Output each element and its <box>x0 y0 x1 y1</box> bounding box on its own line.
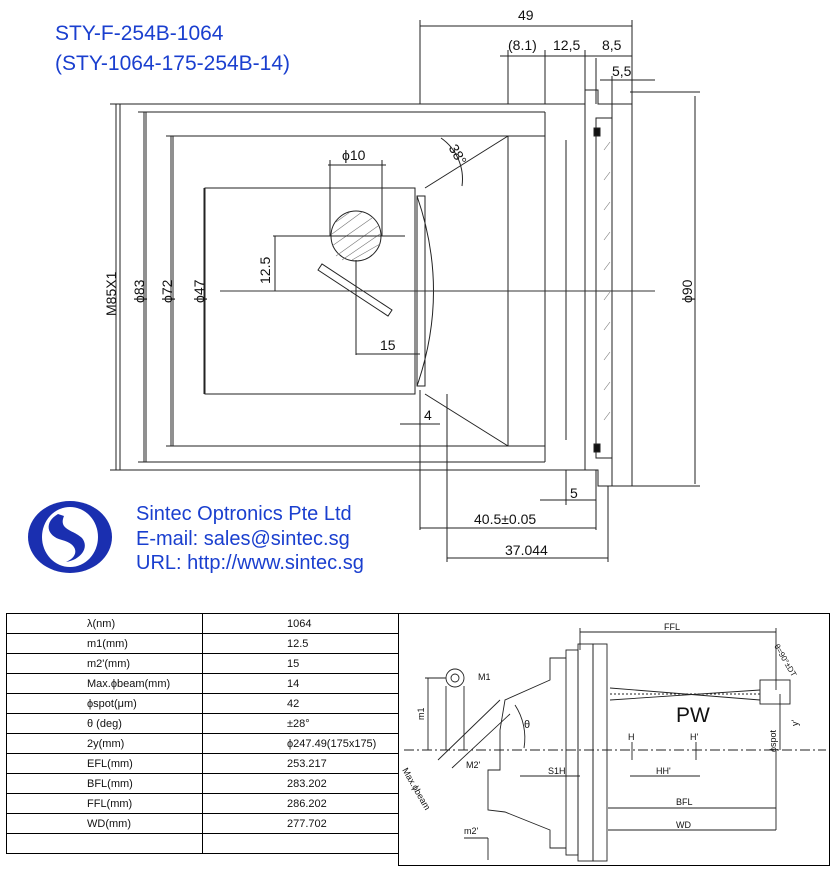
spec-value: ϕ247.49(175x175) <box>202 733 399 754</box>
dim-49: 49 <box>518 7 534 23</box>
dim-m85: M85X1 <box>103 271 119 316</box>
dim-12-5-top: 12,5 <box>553 37 580 53</box>
spec-value: 15 <box>202 653 399 674</box>
spec-label: 2y(mm) <box>6 733 203 754</box>
dim-40-5: 40.5±0.05 <box>474 511 536 527</box>
spec-label: m1(mm) <box>6 633 203 654</box>
spec-label <box>6 833 203 854</box>
table-row <box>6 833 399 854</box>
spec-label: λ(nm) <box>6 613 203 634</box>
schematic-frame <box>398 613 830 866</box>
dim-phi83: ϕ83 <box>131 279 147 303</box>
dim-8-5: 8,5 <box>602 37 622 53</box>
table-row: m1(mm)12.5 <box>6 633 399 654</box>
spec-value: 253.217 <box>202 753 399 774</box>
table-row: BFL(mm)283.202 <box>6 773 399 794</box>
dim-12-5-side: 12.5 <box>257 257 273 284</box>
spec-table: λ(nm)1064 m1(mm)12.5 m2'(mm)15 Max.ϕbeam… <box>6 613 399 854</box>
spec-value: 286.202 <box>202 793 399 814</box>
spec-label: EFL(mm) <box>6 753 203 774</box>
spec-value: 42 <box>202 693 399 714</box>
dim-5-5: 5,5 <box>612 63 632 79</box>
dim-15: 15 <box>380 337 396 353</box>
company-email[interactable]: E-mail: sales@sintec.sg <box>136 528 350 550</box>
table-row: EFL(mm)253.217 <box>6 753 399 774</box>
spec-value: 12.5 <box>202 633 399 654</box>
company-logo <box>28 501 112 573</box>
company-url[interactable]: URL: http://www.sintec.sg <box>136 552 364 574</box>
dim-phi10: ϕ10 <box>342 147 366 163</box>
spec-value: 277.702 <box>202 813 399 834</box>
spec-value: ±28° <box>202 713 399 734</box>
model-title: STY-F-254B-1064 <box>55 22 224 45</box>
spec-value <box>202 833 399 854</box>
spec-value: 1064 <box>202 613 399 634</box>
table-row: θ (deg)±28° <box>6 713 399 734</box>
table-row: Max.ϕbeam(mm)14 <box>6 673 399 694</box>
spec-label: BFL(mm) <box>6 773 203 794</box>
dim-phi90: ϕ90 <box>679 279 695 303</box>
spec-label: ϕspot(μm) <box>6 693 203 714</box>
spec-value: 283.202 <box>202 773 399 794</box>
alt-model-title: (STY-1064-175-254B-14) <box>55 52 291 75</box>
company-name: Sintec Optronics Pte Ltd <box>136 503 352 525</box>
spec-label: FFL(mm) <box>6 793 203 814</box>
dim-4: 4 <box>424 407 432 423</box>
spec-label: m2'(mm) <box>6 653 203 674</box>
spec-label: WD(mm) <box>6 813 203 834</box>
spec-label: θ (deg) <box>6 713 203 734</box>
dim-phi47: ϕ47 <box>191 279 207 303</box>
table-row: FFL(mm)286.202 <box>6 793 399 814</box>
spec-label: Max.ϕbeam(mm) <box>6 673 203 694</box>
dim-8-1: (8.1) <box>508 37 537 53</box>
table-row: λ(nm)1064 <box>6 613 399 634</box>
dim-5-bottom: 5 <box>570 485 578 501</box>
dim-phi72: ϕ72 <box>159 279 175 303</box>
lens-drawing: 49 (8.1) 12,5 8,5 5,5 38° ϕ10 12.5 15 4 … <box>28 7 700 573</box>
dim-37: 37.044 <box>505 542 548 558</box>
table-row: 2y(mm)ϕ247.49(175x175) <box>6 733 399 754</box>
table-row: m2'(mm)15 <box>6 653 399 674</box>
table-row: WD(mm)277.702 <box>6 813 399 834</box>
table-row: ϕspot(μm)42 <box>6 693 399 714</box>
spec-value: 14 <box>202 673 399 694</box>
